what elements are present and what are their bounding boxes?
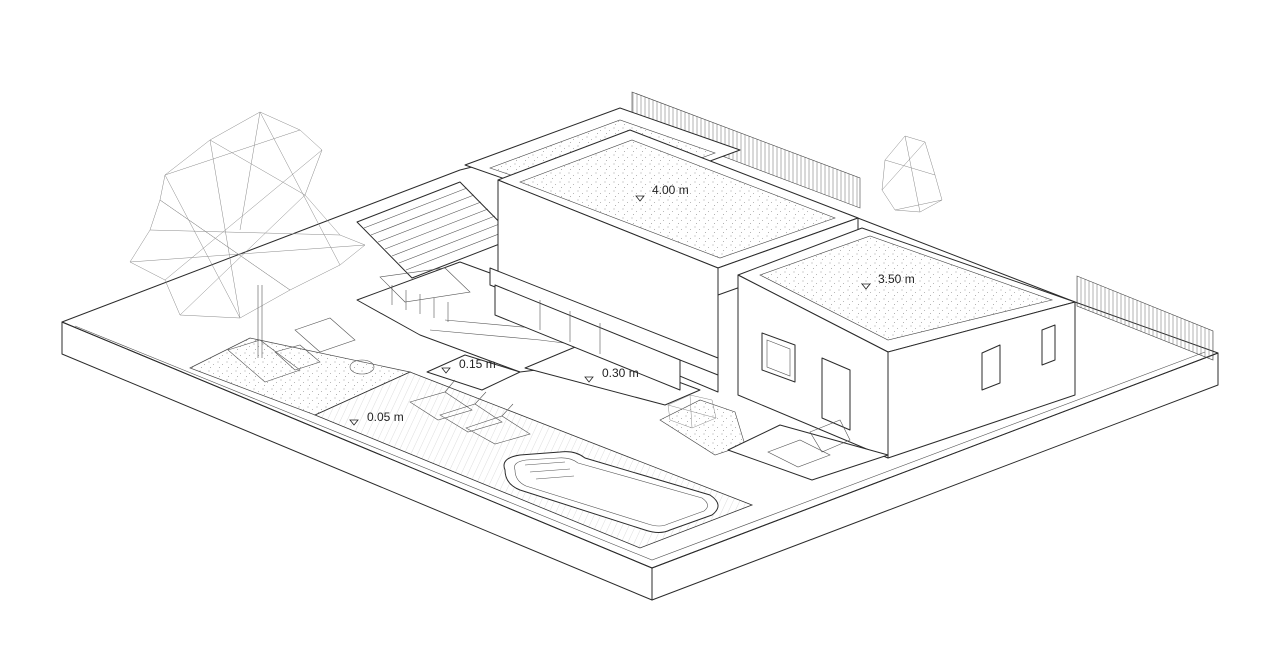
tree-small xyxy=(881,135,943,213)
level-label: 0.30 m xyxy=(602,366,639,380)
level-marker-deck: 0.05 m xyxy=(349,410,404,426)
level-label: 3.50 m xyxy=(878,272,915,286)
side-patio-furniture xyxy=(767,419,851,468)
lounge-sofas xyxy=(227,317,375,383)
sun-loungers xyxy=(409,379,531,445)
dining-set xyxy=(379,267,471,322)
garden-gravel xyxy=(189,337,746,456)
level-marker-terrace: 0.30 m xyxy=(584,366,639,383)
house-lower-volume xyxy=(727,227,1076,481)
level-label: 0.15 m xyxy=(459,357,496,371)
level-label: 4.00 m xyxy=(652,183,689,197)
level-label: 0.05 m xyxy=(367,410,404,424)
shrubs xyxy=(667,394,717,429)
level-marker-step: 0.15 m xyxy=(441,357,496,374)
house-upper-volume xyxy=(464,107,859,393)
swimming-pool xyxy=(503,451,719,533)
level-marker-roof-lower: 3.50 m xyxy=(861,272,915,290)
level-marker-roof-upper: 4.00 m xyxy=(635,183,689,202)
site-plinth xyxy=(61,129,1219,601)
tree-large xyxy=(129,111,366,358)
